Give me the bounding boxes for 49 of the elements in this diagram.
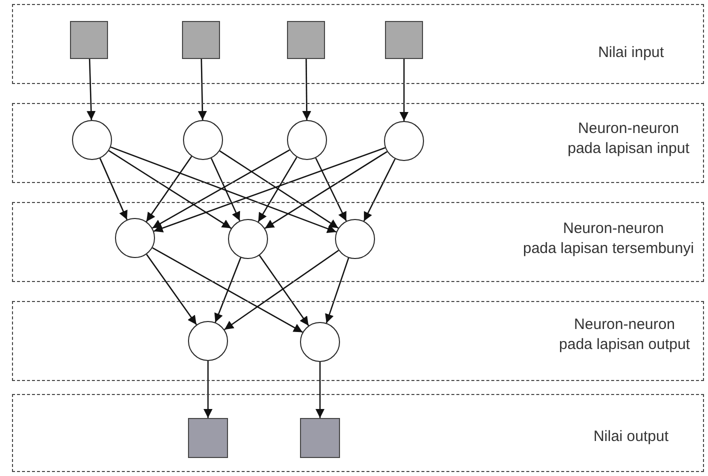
layer-label: Nilai input (597, 43, 665, 63)
arrow (363, 158, 396, 222)
layer-label: Neuron-neuron pada lapisan output (558, 315, 691, 356)
layer-label: Neuron-neuron pada lapisan input (566, 119, 690, 160)
arrow (99, 158, 128, 220)
value-square (300, 418, 340, 458)
arrow (204, 361, 212, 418)
layer-band (12, 202, 704, 282)
arrow (214, 257, 242, 323)
layer-label: Nilai output (592, 427, 670, 447)
arrow (210, 158, 240, 222)
arrow (198, 58, 207, 120)
value-square (188, 418, 228, 458)
neuron-circle (300, 322, 340, 362)
layer-band (12, 4, 704, 84)
arrow (110, 146, 336, 233)
arrow (264, 151, 388, 229)
value-square (70, 21, 108, 59)
layer-band (12, 103, 704, 183)
layer-band (12, 394, 704, 472)
neuron-circle (188, 321, 228, 361)
arrow (315, 158, 347, 222)
arrow (325, 258, 350, 324)
neuron-circle (72, 120, 112, 160)
arrow (224, 250, 339, 330)
neuron-circle (287, 120, 327, 160)
neuron-circle (183, 120, 223, 160)
arrow (108, 150, 232, 229)
arrow (152, 247, 303, 333)
layer-band (12, 301, 704, 381)
arrow (146, 156, 192, 222)
value-square (287, 21, 325, 59)
arrow (302, 59, 312, 120)
value-square (385, 21, 423, 59)
arrow (258, 255, 310, 326)
arrow (316, 362, 324, 418)
layer-label: Neuron-neuron pada lapisan tersembunyi (523, 219, 695, 260)
neuron-circle (335, 219, 375, 259)
arrow (154, 147, 386, 232)
arrow (152, 149, 290, 229)
value-square (182, 21, 220, 59)
arrow (219, 150, 339, 229)
arrow (258, 156, 298, 222)
arrow (400, 59, 408, 121)
neuron-circle (115, 218, 155, 258)
neuron-circle (384, 121, 424, 161)
neuron-circle (228, 219, 268, 259)
arrow (146, 254, 197, 326)
arrow (86, 58, 96, 120)
